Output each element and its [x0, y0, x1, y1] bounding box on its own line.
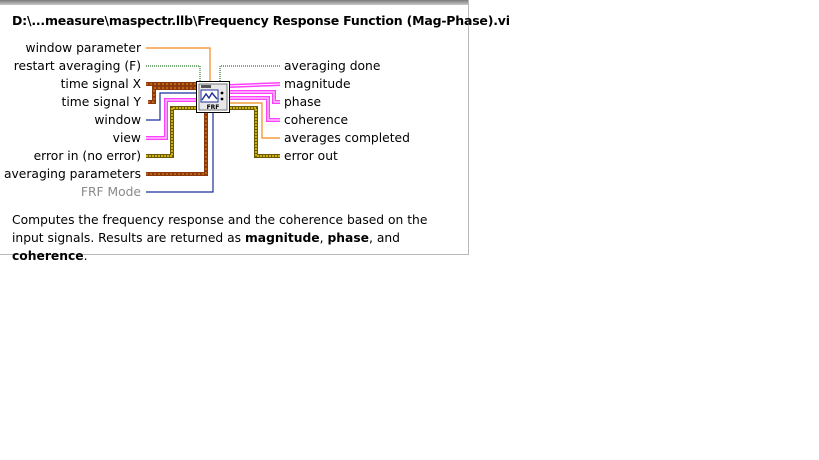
output-phase: phase — [284, 95, 322, 109]
output-averaging-done: averaging done — [284, 59, 381, 73]
output-magnitude: magnitude — [284, 77, 351, 91]
input-restart-averaging: restart averaging (F) — [13, 59, 141, 73]
wire-frf-mode — [146, 113, 214, 193]
wire-averages-completed — [230, 102, 280, 139]
wire-restart-averaging — [146, 65, 201, 81]
input-window: window — [94, 113, 141, 127]
window-top-strip — [0, 0, 468, 5]
connector-wires — [146, 47, 281, 193]
input-window-parameter: window parameter — [25, 41, 141, 55]
context-help-panel: D:\...measure\maspectr.llb\Frequency Res… — [0, 0, 510, 263]
vi-path-title: D:\...measure\maspectr.llb\Frequency Res… — [12, 13, 510, 28]
description-phase: phase — [327, 231, 369, 245]
input-view: view — [112, 131, 141, 145]
wire-window-parameter — [146, 47, 211, 81]
frf-function-icon: FRF — [196, 81, 230, 113]
description-coherence: coherence — [12, 249, 84, 263]
wire-window — [146, 92, 196, 121]
description-intro: Computes the frequency response and the … — [12, 213, 428, 245]
wire-error-out — [230, 106, 280, 158]
input-time-signal-y: time signal Y — [61, 95, 142, 109]
output-averages-completed: averages completed — [284, 131, 410, 145]
input-frf-mode: FRF Mode — [80, 185, 141, 199]
svg-text:FRF: FRF — [207, 104, 220, 111]
input-averaging-parameters: averaging parameters — [3, 167, 141, 181]
wire-error-in — [146, 106, 196, 158]
input-error-in: error in (no error) — [33, 149, 141, 163]
output-coherence: coherence — [284, 113, 349, 127]
output-error-out: error out — [284, 149, 338, 163]
wire-averaging-done — [219, 65, 280, 81]
input-time-signal-x: time signal X — [60, 77, 141, 91]
description-magnitude: magnitude — [244, 231, 320, 245]
vi-description: Computes the frequency response and the … — [12, 213, 428, 263]
wire-averaging-parameters — [146, 113, 208, 176]
